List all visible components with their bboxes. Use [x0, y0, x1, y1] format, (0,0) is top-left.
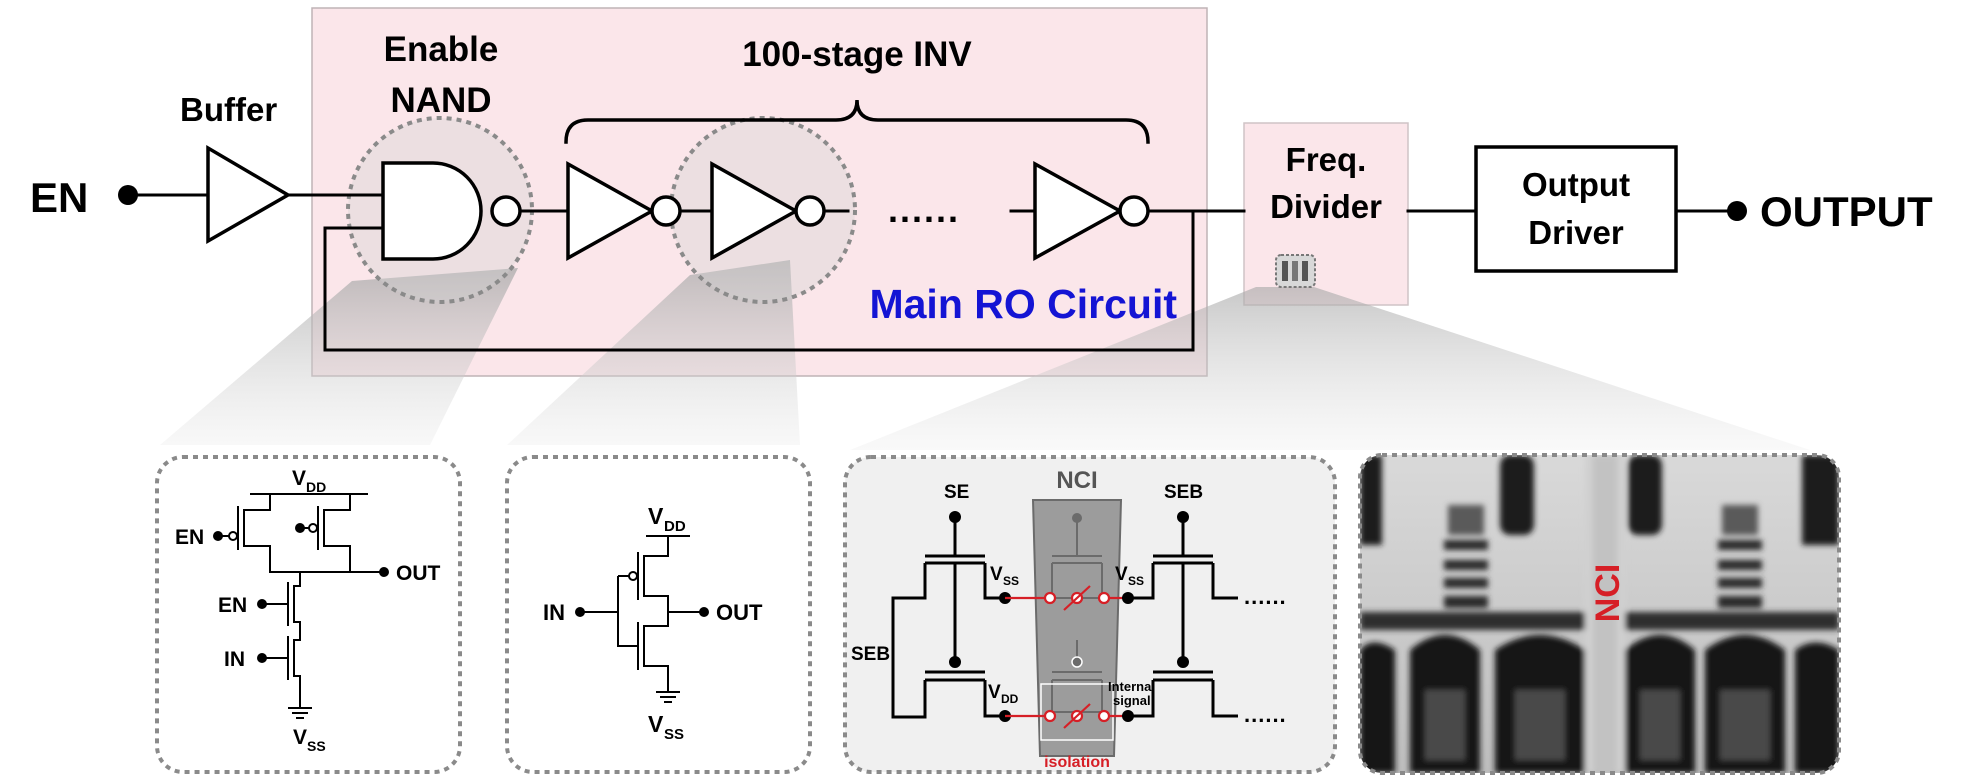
svg-text:SS: SS: [307, 738, 326, 754]
freq-divider-label-1: Freq.: [1286, 141, 1367, 178]
svg-text:OUT: OUT: [396, 562, 441, 585]
svg-text:SS: SS: [1128, 574, 1144, 588]
svg-text:SS: SS: [664, 726, 684, 743]
svg-text:DD: DD: [664, 518, 686, 535]
inverter-last: [1033, 161, 1150, 261]
inv-stage-brace: [564, 99, 1150, 144]
nci-isolation-switches: [1005, 585, 1128, 729]
svg-text:DD: DD: [1001, 692, 1019, 706]
en-terminal: [118, 185, 138, 205]
output-terminal: [1727, 201, 1747, 221]
svg-text:EN: EN: [218, 594, 247, 617]
svg-text:signal: signal: [1113, 693, 1151, 708]
freq-divider-thumbnail: [1275, 254, 1316, 288]
svg-text:SE: SE: [944, 482, 969, 503]
zoom-beam-nand: [160, 268, 518, 445]
micrograph-frame: [1358, 453, 1841, 775]
nci-micrograph: [1360, 455, 1839, 773]
freq-divider-box: [1243, 122, 1409, 306]
enable-nand-label-1: Enable: [384, 30, 499, 69]
nand-schematic: V DD EN OUT EN IN V SS: [175, 467, 441, 754]
svg-text:DD: DD: [306, 479, 326, 495]
svg-text:SEB: SEB: [1164, 482, 1203, 503]
svg-text:......: ......: [1244, 702, 1287, 727]
nand-schematic-panel: [155, 455, 462, 774]
enable-nand-label-2: NAND: [390, 81, 491, 120]
divider-schematic: NCI SE V SS V DD SEB: [851, 467, 1287, 771]
svg-text:IN: IN: [543, 600, 565, 625]
svg-text:OUT: OUT: [716, 600, 763, 625]
svg-text:V: V: [293, 726, 307, 749]
svg-text:V: V: [648, 711, 664, 737]
svg-text:V: V: [292, 467, 306, 490]
nci-title: NCI: [1056, 467, 1097, 494]
output-driver-box: [1474, 145, 1678, 273]
svg-text:V: V: [990, 564, 1003, 585]
inv-schematic-panel: [505, 455, 812, 774]
output-driver-label-1: Output: [1522, 166, 1630, 203]
freq-divider-label-2: Divider: [1270, 188, 1382, 225]
svg-text:IN: IN: [224, 648, 245, 671]
zoom-beam-inv: [507, 260, 800, 445]
svg-text:V: V: [988, 682, 1001, 703]
inverter-chain-dots: ......: [888, 189, 960, 230]
micrograph-nci-label: NCI: [1589, 564, 1627, 623]
output-label: OUTPUT: [1760, 188, 1933, 235]
en-label: EN: [30, 174, 88, 221]
svg-text:V: V: [1115, 564, 1128, 585]
svg-text:SS: SS: [1003, 574, 1019, 588]
signal-wires: [126, 193, 1737, 352]
inv-stage-label: 100-stage INV: [742, 35, 972, 74]
nand-gate: [381, 161, 522, 261]
output-driver-label-2: Driver: [1528, 214, 1624, 251]
svg-text:EN: EN: [175, 526, 204, 549]
main-ro-label: Main RO Circuit: [869, 281, 1177, 327]
svg-text:SEB: SEB: [851, 644, 890, 665]
svg-text:V: V: [648, 503, 664, 529]
zoom-beam-divider: [850, 287, 1810, 450]
svg-text:......: ......: [1244, 584, 1287, 609]
inv-schematic: V DD OUT IN V SS: [543, 503, 763, 743]
inverter-1: [566, 161, 682, 261]
svg-text:Internal: Internal: [1108, 679, 1155, 694]
buffer-label: Buffer: [180, 91, 277, 128]
buffer-gate: [206, 144, 292, 245]
inverter-2: [710, 161, 826, 261]
isolation-label: isolation: [1044, 754, 1110, 771]
